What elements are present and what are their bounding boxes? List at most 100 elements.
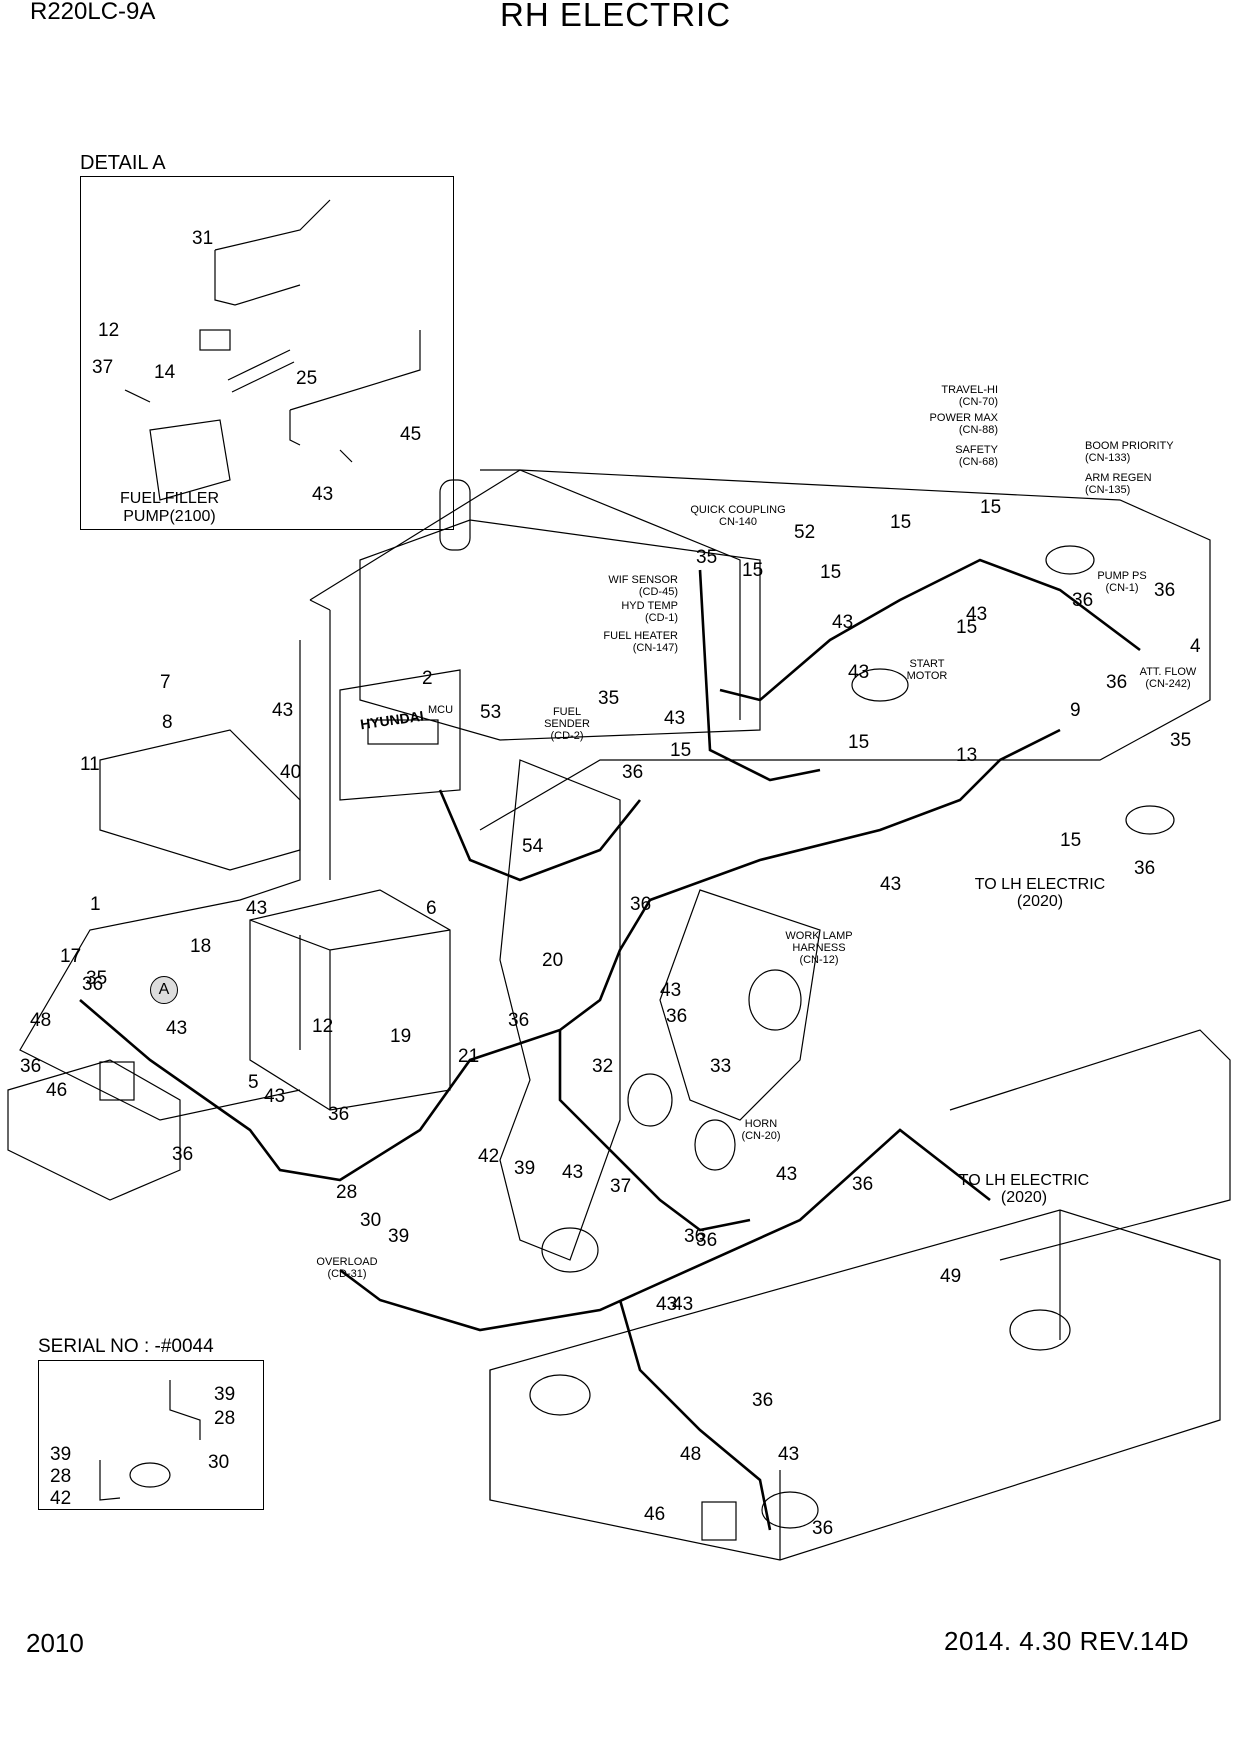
part-callout: 35 xyxy=(598,688,620,709)
part-callout: 36 xyxy=(328,1104,350,1125)
travel-hi-label: TRAVEL-HI(CN-70) xyxy=(941,384,998,408)
part-callout: 36 xyxy=(20,1056,42,1077)
part-callout: 36 xyxy=(82,974,104,995)
part-callout: 36 xyxy=(696,1230,718,1251)
detail-a-callout: 12 xyxy=(98,320,120,341)
detail-a-drawing xyxy=(124,199,421,501)
detail-a-marker: A xyxy=(150,976,178,1004)
part-callout: 49 xyxy=(940,1266,962,1287)
part-callout: 36 xyxy=(684,1226,706,1247)
part-callout: 36 xyxy=(752,1390,774,1411)
part-callout: 35 xyxy=(1170,730,1192,751)
part-callout: 54 xyxy=(522,836,544,857)
part-callout: 43 xyxy=(246,898,268,919)
part-callout: 35 xyxy=(696,547,718,568)
part-callout: 4 xyxy=(1190,636,1201,657)
part-callout: 35 xyxy=(86,968,108,989)
att-flow-label: ATT. FLOW(CN-242) xyxy=(1139,666,1197,690)
wif-sensor-label: WIF SENSOR(CD-45) xyxy=(608,574,678,598)
serial-inset-callout: 42 xyxy=(50,1488,72,1509)
detail-a-callout: 25 xyxy=(296,368,318,389)
part-callout: 18 xyxy=(190,936,212,957)
part-callout: 15 xyxy=(980,497,1002,518)
arm-regen-label: ARM REGEN(CN-135) xyxy=(1085,472,1152,496)
part-callout: 43 xyxy=(656,1294,678,1315)
detail-a-callout: 43 xyxy=(312,484,334,505)
part-callout: 43 xyxy=(166,1018,188,1039)
part-callout: 2 xyxy=(422,668,433,689)
part-callout: 19 xyxy=(390,1026,412,1047)
part-callout: 53 xyxy=(480,702,502,723)
part-callout: 36 xyxy=(1134,858,1156,879)
model-number: R220LC-9A xyxy=(30,0,156,25)
detail-a-callout: 45 xyxy=(400,424,422,445)
part-callout: 43 xyxy=(660,980,682,1001)
part-callout: 11 xyxy=(80,754,100,775)
serial-inset-drawing xyxy=(99,1380,201,1501)
part-callout: 36 xyxy=(622,762,644,783)
part-callout: 28 xyxy=(336,1182,358,1203)
part-callout: 48 xyxy=(680,1444,702,1465)
serial-inset-label: SERIAL NO : -#0044 xyxy=(38,1336,214,1357)
part-callout: 15 xyxy=(956,617,978,638)
part-callout: 43 xyxy=(778,1444,800,1465)
boom-priority-label: BOOM PRIORITY(CN-133) xyxy=(1085,440,1174,464)
part-callout: 32 xyxy=(592,1056,614,1077)
part-callout: 13 xyxy=(956,745,978,766)
part-callout: 43 xyxy=(880,874,902,895)
part-callout: 6 xyxy=(426,898,437,919)
part-callout: 43 xyxy=(562,1162,584,1183)
part-callout: 52 xyxy=(794,522,816,543)
part-callout: 33 xyxy=(710,1056,732,1077)
part-callout: 39 xyxy=(388,1226,410,1247)
part-callout: 15 xyxy=(820,562,842,583)
part-callout: 43 xyxy=(272,700,294,721)
part-callout: 37 xyxy=(610,1176,632,1197)
detail-a-callout: 37 xyxy=(92,357,114,378)
power-max-label: POWER MAX(CN-88) xyxy=(929,412,998,436)
part-callout: 48 xyxy=(30,1010,52,1031)
detail-a-callout: 14 xyxy=(154,362,176,383)
horn-label: HORN(CN-20) xyxy=(741,1118,781,1142)
hyd-temp-label: HYD TEMP(CD-1) xyxy=(621,600,678,624)
part-callout: 43 xyxy=(776,1164,798,1185)
part-callout: 46 xyxy=(46,1080,68,1101)
overload-label: OVERLOAD(CD-31) xyxy=(316,1256,378,1280)
part-callout: 43 xyxy=(966,604,988,625)
part-callout: 36 xyxy=(1106,672,1128,693)
part-callout: 36 xyxy=(630,894,652,915)
part-callout: 7 xyxy=(160,672,171,693)
part-callout: 43 xyxy=(264,1086,286,1107)
to-lh-electric-label-1: TO LH ELECTRIC(2020) xyxy=(974,876,1106,910)
part-callout: 15 xyxy=(848,732,870,753)
page-title: RH ELECTRIC xyxy=(500,0,732,33)
part-callout: 8 xyxy=(162,712,173,733)
page-number: 2010 xyxy=(26,1628,84,1658)
part-callout: 20 xyxy=(542,950,564,971)
serial-inset-callout: 30 xyxy=(208,1452,230,1473)
part-callout: 12 xyxy=(312,1016,334,1037)
part-callout: 46 xyxy=(644,1504,666,1525)
part-callout: 36 xyxy=(1072,590,1094,611)
part-callout: 43 xyxy=(832,612,854,633)
part-callout: 36 xyxy=(172,1144,194,1165)
part-callout: 42 xyxy=(478,1146,500,1167)
wire-harness xyxy=(79,558,1141,1531)
part-callout: 5 xyxy=(248,1072,259,1093)
part-callout: 21 xyxy=(458,1046,480,1067)
fuel-heater-label: FUEL HEATER(CN-147) xyxy=(603,630,678,654)
detail-a-frame xyxy=(80,176,454,530)
pump-ps-label: PUMP PS(CN-1) xyxy=(1097,570,1147,594)
serial-inset-callout: 39 xyxy=(214,1384,236,1405)
part-callout: 43 xyxy=(672,1294,694,1315)
revision-date: 2014. 4.30 REV.14D xyxy=(944,1626,1190,1656)
part-callout: 36 xyxy=(508,1010,530,1031)
serial-inset-callout: 28 xyxy=(50,1466,72,1487)
safety-label: SAFETY(CN-68) xyxy=(955,444,998,468)
part-callout: 15 xyxy=(670,740,692,761)
